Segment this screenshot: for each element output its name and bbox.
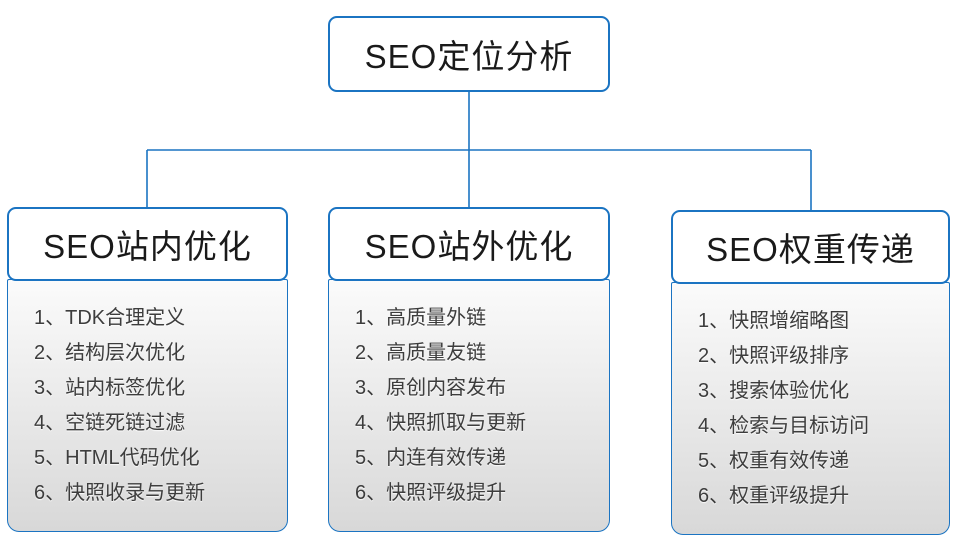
list-item: 3、原创内容发布 bbox=[355, 377, 507, 399]
list-item: 5、内连有效传递 bbox=[355, 447, 507, 469]
list-item: 3、站内标签优化 bbox=[34, 377, 186, 399]
column-weight-list: 1、快照增缩略图 2、快照评级排序 3、搜索体验优化 4、检索与目标访问 5、权… bbox=[671, 282, 950, 535]
column-onsite-header: SEO站内优化 bbox=[7, 207, 288, 281]
column-offsite-list: 1、高质量外链 2、高质量友链 3、原创内容发布 4、快照抓取与更新 5、内连有… bbox=[328, 279, 610, 532]
list-item: 5、权重有效传递 bbox=[698, 450, 850, 472]
list-item: 2、快照评级排序 bbox=[698, 345, 850, 367]
column-offsite-optimization: SEO站外优化 1、高质量外链 2、高质量友链 3、原创内容发布 4、快照抓取与… bbox=[328, 207, 610, 532]
list-item: 4、检索与目标访问 bbox=[698, 415, 870, 437]
column-weight-title: SEO权重传递 bbox=[706, 231, 915, 268]
list-item: 2、结构层次优化 bbox=[34, 342, 186, 364]
column-offsite-title: SEO站外优化 bbox=[364, 228, 574, 265]
list-item: 6、快照收录与更新 bbox=[34, 482, 206, 504]
column-onsite-list: 1、TDK合理定义 2、结构层次优化 3、站内标签优化 4、空链死链过滤 5、H… bbox=[7, 279, 288, 532]
column-weight-header: SEO权重传递 bbox=[671, 210, 950, 284]
root-node: SEO定位分析 bbox=[328, 16, 610, 92]
list-item: 2、高质量友链 bbox=[355, 342, 487, 364]
column-onsite-title: SEO站内优化 bbox=[43, 228, 252, 265]
list-item: 6、权重评级提升 bbox=[698, 485, 850, 507]
list-item: 1、快照增缩略图 bbox=[698, 310, 850, 332]
column-offsite-header: SEO站外优化 bbox=[328, 207, 610, 281]
list-item: 4、空链死链过滤 bbox=[34, 412, 186, 434]
list-item: 5、HTML代码优化 bbox=[34, 447, 200, 469]
list-item: 3、搜索体验优化 bbox=[698, 380, 850, 402]
column-weight-transfer: SEO权重传递 1、快照增缩略图 2、快照评级排序 3、搜索体验优化 4、检索与… bbox=[671, 210, 950, 535]
column-onsite-optimization: SEO站内优化 1、TDK合理定义 2、结构层次优化 3、站内标签优化 4、空链… bbox=[7, 207, 288, 532]
root-node-title: SEO定位分析 bbox=[364, 38, 574, 75]
list-item: 1、TDK合理定义 bbox=[34, 307, 186, 329]
list-item: 6、快照评级提升 bbox=[355, 482, 507, 504]
list-item: 4、快照抓取与更新 bbox=[355, 412, 527, 434]
list-item: 1、高质量外链 bbox=[355, 307, 487, 329]
